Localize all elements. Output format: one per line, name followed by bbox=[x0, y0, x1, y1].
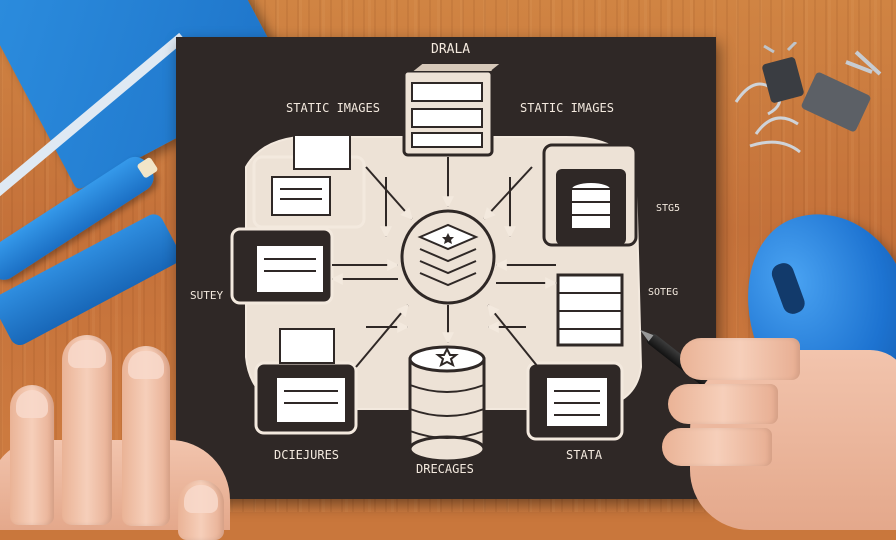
label-bottom-center: DRECAGES bbox=[416, 462, 474, 476]
label-right-mid: SOTEG bbox=[648, 287, 678, 298]
label-right-top: STG5 bbox=[656, 203, 680, 214]
diagram-poster: DRALA STATIC IMAGES STATIC IMAGES SUTEY … bbox=[176, 37, 716, 499]
top-right-database-window bbox=[544, 145, 636, 245]
left-hand-finger-3 bbox=[122, 346, 170, 526]
left-hand-finger-1 bbox=[10, 385, 54, 525]
label-bottom-right: STATA bbox=[566, 448, 603, 462]
binder-clips bbox=[726, 42, 896, 162]
poster-title: DRALA bbox=[431, 42, 470, 57]
left-window-icon bbox=[232, 229, 332, 303]
left-hand-finger-2 bbox=[62, 335, 112, 525]
right-hand-middle-finger bbox=[668, 384, 778, 424]
top-server-icon bbox=[404, 63, 502, 155]
mouse-scroll-wheel bbox=[769, 260, 807, 316]
right-server-rack-icon bbox=[558, 275, 622, 345]
right-hand-index-finger bbox=[680, 338, 800, 380]
left-hand-thumb bbox=[178, 480, 224, 540]
central-database-hub-icon bbox=[402, 211, 494, 303]
label-static-images-right: STATIC IMAGES bbox=[520, 101, 614, 115]
label-static-images-left: STATIC IMAGES bbox=[286, 101, 380, 115]
label-left: SUTEY bbox=[190, 289, 223, 302]
label-bottom-left: DCIEJURES bbox=[274, 448, 339, 462]
bottom-right-window-icon bbox=[528, 363, 622, 439]
bottom-database-cylinder-icon bbox=[410, 347, 484, 461]
data-architecture-diagram: DRALA STATIC IMAGES STATIC IMAGES SUTEY … bbox=[176, 37, 716, 499]
right-hand-ring-finger bbox=[662, 428, 772, 466]
